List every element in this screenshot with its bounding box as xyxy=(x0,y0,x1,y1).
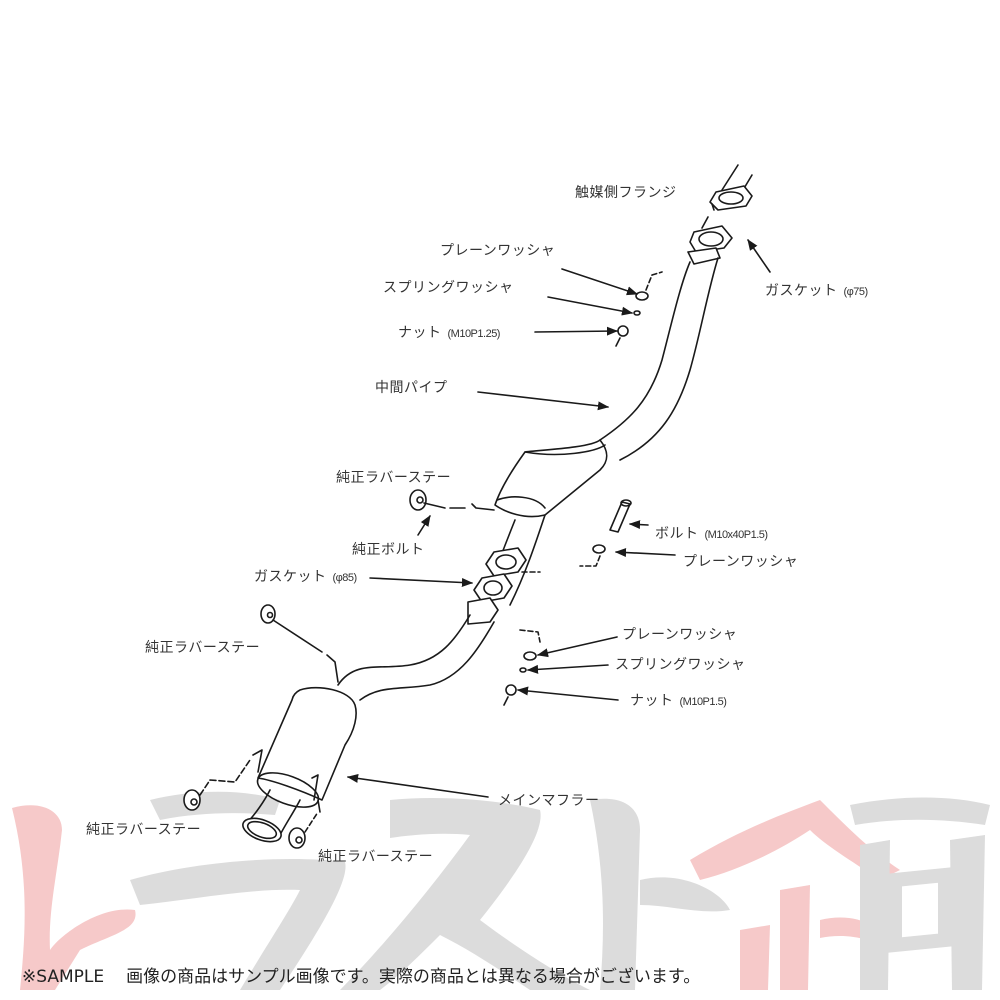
label-gasket-75: ガスケット(φ75) xyxy=(765,283,868,299)
label-rubber-stay-4: 純正ラバーステー xyxy=(318,849,434,865)
top-fasteners-icon xyxy=(615,271,663,347)
main-muffler-icon xyxy=(242,597,499,843)
catalyst-flange-icon xyxy=(709,164,753,211)
label-plain-washer-mid: プレーンワッシャ xyxy=(683,554,799,570)
leader-lines xyxy=(346,239,771,798)
rubber-stay-bolt-icon xyxy=(409,489,495,511)
label-rubber-stay-2: 純正ラバーステー xyxy=(145,640,261,656)
label-rubber-stay-1: 純正ラバーステー xyxy=(336,470,452,486)
rubber-stay-icon-upper xyxy=(260,604,323,653)
center-pipe-icon xyxy=(484,247,721,606)
label-oem-bolt: 純正ボルト xyxy=(352,542,425,558)
label-center-pipe: 中間パイプ xyxy=(375,380,448,396)
sample-prefix: ※SAMPLE xyxy=(22,967,105,987)
label-spring-washer-low: スプリングワッシャ xyxy=(615,657,746,673)
gasket-85-icon xyxy=(473,573,513,603)
label-plain-washer-top: プレーンワッシャ xyxy=(440,243,556,259)
label-nut-top: ナット(M10P1.25) xyxy=(398,325,500,341)
bolt-washer-icon xyxy=(579,499,632,567)
rubber-stay-icon-left xyxy=(183,759,251,811)
sample-notice: ※SAMPLE 画像の商品はサンプル画像です。実際の商品とは異なる場合がございます… xyxy=(22,962,700,987)
label-main-muffler: メインマフラー xyxy=(498,793,600,809)
lower-fasteners-icon xyxy=(503,629,541,706)
gasket-75-icon xyxy=(689,216,733,253)
label-gasket-85: ガスケット(φ85) xyxy=(254,569,357,585)
sample-notice-text: 画像の商品はサンプル画像です。実際の商品とは異なる場合がございます。 xyxy=(126,967,701,987)
label-nut-low: ナット(M10P1.5) xyxy=(630,693,727,709)
label-rubber-stay-3: 純正ラバーステー xyxy=(86,822,202,838)
label-plain-washer-low: プレーンワッシャ xyxy=(622,627,738,643)
label-bolt: ボルト(M10x40P1.5) xyxy=(655,526,768,542)
label-catalyst-flange: 触媒側フランジ xyxy=(575,185,677,201)
label-spring-washer-top: スプリングワッシャ xyxy=(383,280,514,296)
rubber-stay-icon-right xyxy=(288,811,319,849)
